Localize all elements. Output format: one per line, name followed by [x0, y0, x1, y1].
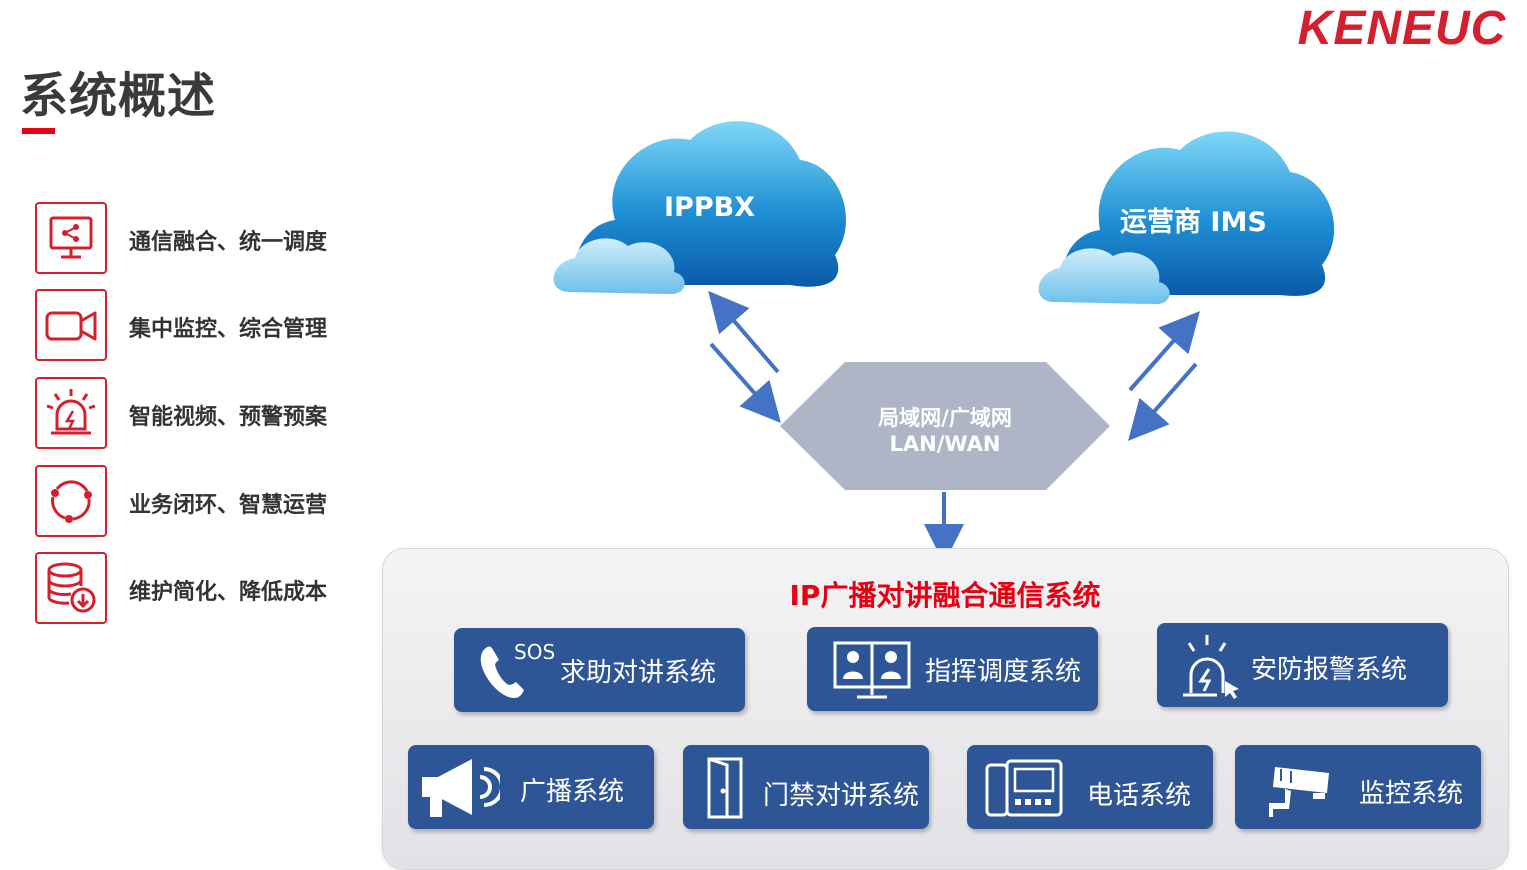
system-box-access-intercom: 门禁对讲系统 [683, 745, 929, 829]
cctv-camera-icon [1269, 767, 1329, 817]
network-label-cn: 局域网/广域网 [878, 406, 1012, 430]
sos-text: SOS [514, 640, 556, 664]
door-icon [707, 757, 743, 819]
desk-phone-icon [985, 759, 1063, 817]
dispatch-monitor-icon [833, 641, 911, 699]
system-box-broadcast: 广播系统 [408, 745, 654, 829]
feature-label: 维护简化、降低成本 [129, 580, 328, 605]
system-label: 安防报警系统 [1251, 655, 1408, 685]
database-download-icon [35, 552, 107, 624]
arrow-to-ippbx [708, 290, 780, 374]
system-label: 广播系统 [520, 777, 625, 807]
video-camera-icon [35, 289, 107, 361]
network-label-en: LAN/WAN [889, 432, 1001, 456]
cloud-label-ims: 运营商 IMS [1120, 207, 1267, 238]
feature-item: 集中监控、综合管理 [35, 289, 375, 361]
system-box-help-intercom: SOS 求助对讲系统 [454, 628, 745, 712]
system-label: 门禁对讲系统 [763, 781, 920, 811]
system-label: 求助对讲系统 [560, 658, 717, 688]
feature-label: 集中监控、综合管理 [129, 317, 328, 342]
cloud-ippbx [553, 121, 847, 295]
feature-label: 业务闭环、智慧运营 [129, 493, 328, 518]
phone-sos-icon [480, 646, 524, 698]
network-diagram [553, 121, 1335, 564]
network-hexagon [780, 362, 1110, 490]
system-box-security: 安防报警系统 [1157, 623, 1448, 707]
monitor-share-icon [35, 202, 107, 274]
cloud-ims [1038, 131, 1335, 305]
system-box-monitoring: 监控系统 [1235, 745, 1481, 829]
feature-item: 智能视频、预警预案 [35, 377, 375, 449]
alarm-light-icon [35, 377, 107, 449]
panel-title: IP广播对讲融合通信系统 [789, 579, 1101, 612]
arrow-from-ims [1128, 362, 1198, 441]
svg-text:KENEUC: KENEUC [1298, 4, 1507, 50]
feature-item: 维护简化、降低成本 [35, 552, 375, 624]
system-box-dispatch: 指挥调度系统 [807, 627, 1098, 711]
security-alarm-icon [1183, 635, 1239, 699]
arrow-from-ippbx [709, 342, 781, 423]
feature-label: 智能视频、预警预案 [129, 405, 328, 430]
system-label: 电话系统 [1087, 781, 1192, 811]
system-label: 监控系统 [1359, 779, 1464, 809]
title-underline [22, 128, 55, 134]
system-label: 指挥调度系统 [925, 657, 1082, 687]
megaphone-icon [422, 759, 500, 817]
feature-label: 通信融合、统一调度 [129, 230, 328, 255]
cycle-loop-icon [35, 465, 107, 537]
feature-item: 业务闭环、智慧运营 [35, 465, 375, 537]
feature-item: 通信融合、统一调度 [35, 202, 375, 274]
cloud-label-ippbx: IPPBX [664, 192, 756, 223]
keneuc-logo: KENEUC [1298, 4, 1507, 50]
system-box-telephone: 电话系统 [967, 745, 1213, 829]
page-title: 系统概述 [20, 68, 217, 124]
arrow-to-ims [1128, 311, 1200, 392]
